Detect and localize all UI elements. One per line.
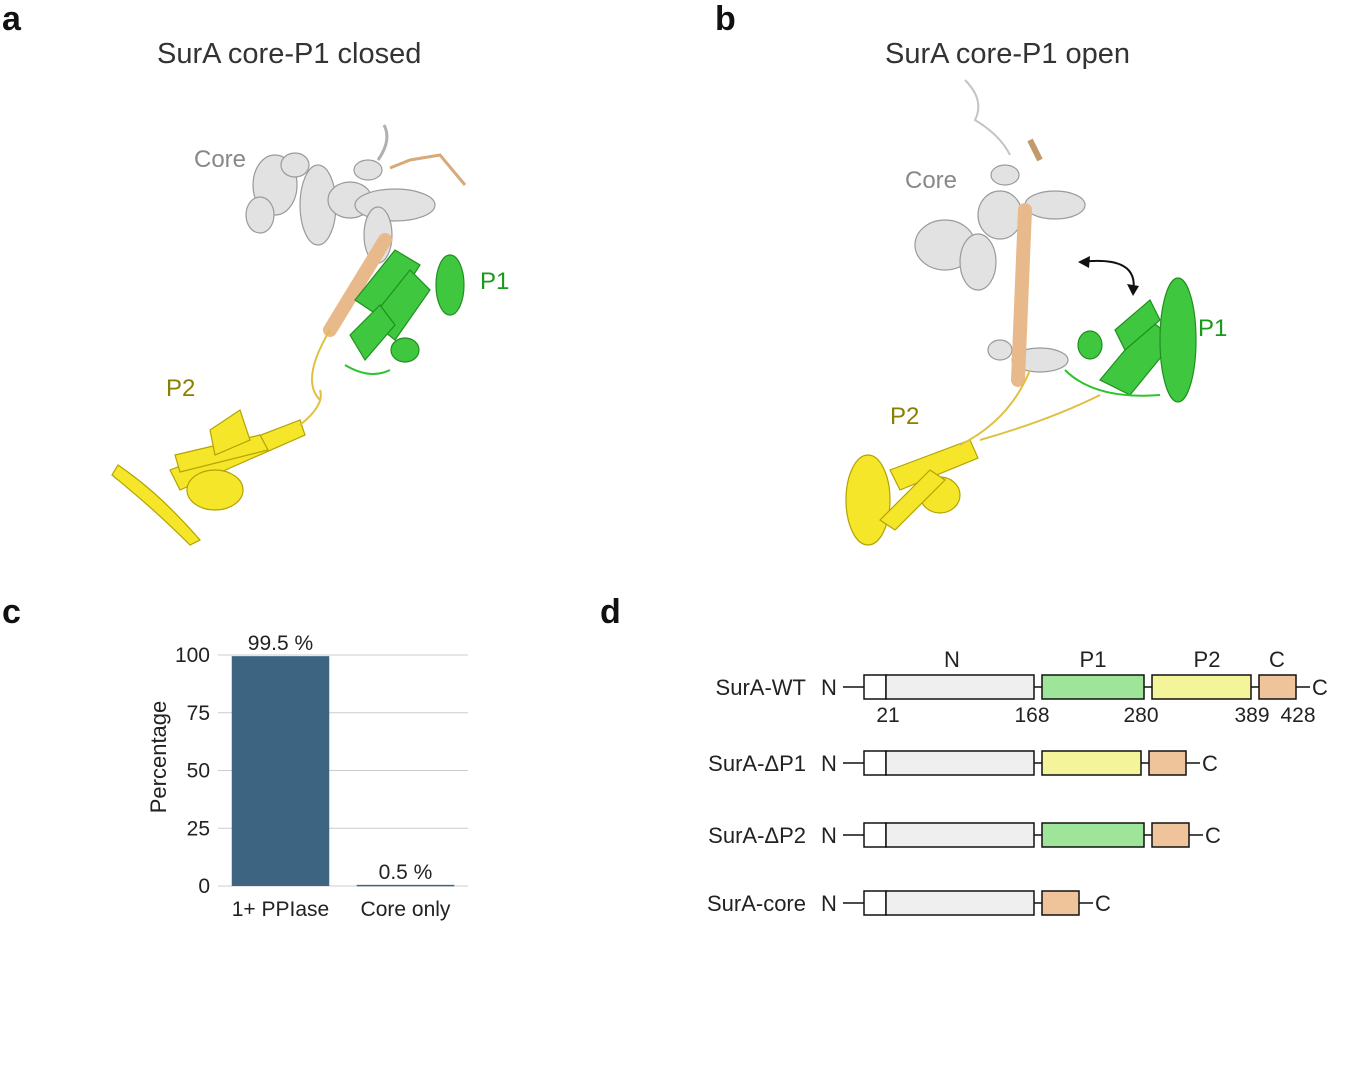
structure-closed-illustration	[111, 124, 467, 546]
c-terminus-label: C	[1205, 823, 1221, 848]
core-domain-open	[914, 164, 1086, 373]
domain-block-signal	[863, 750, 887, 776]
panel-letter-d: d	[600, 593, 621, 631]
p2-domain-closed	[111, 409, 306, 546]
panel-letter-b: b	[715, 0, 736, 38]
residue-21: 21	[876, 704, 899, 727]
domain-block-c	[1258, 674, 1297, 700]
construct-name: SurA-core	[707, 891, 806, 916]
c-terminus-label: C	[1202, 751, 1218, 776]
domain-header-c: C	[1269, 647, 1285, 672]
domain-block-p1	[1041, 822, 1145, 848]
residue-168: 168	[1014, 704, 1049, 727]
domain-block-p2	[1041, 750, 1142, 776]
y-tick-label: 75	[187, 702, 210, 725]
domain-block-signal	[863, 674, 887, 700]
residue-428: 428	[1280, 704, 1315, 727]
residue-389: 389	[1234, 704, 1269, 727]
percentage-bar-chart: 0 25 50 75 100 99.5 % 0.5 % 1+ PPIase Core onl…	[146, 632, 468, 921]
construct-name: SurA-ΔP2	[708, 823, 806, 848]
y-tick-label: 25	[187, 817, 210, 840]
x-tick-label: Core only	[361, 898, 451, 921]
domain-block-signal	[863, 822, 887, 848]
p1-domain-closed	[349, 249, 465, 363]
domain-block-p2	[1151, 674, 1252, 700]
domain-block-n	[885, 750, 1035, 776]
construct-row: SurA-ΔP1 N C	[708, 750, 1218, 776]
domain-header-n: N	[944, 647, 960, 672]
core-label-b: Core	[905, 167, 958, 194]
y-tick-label: 100	[175, 644, 210, 667]
y-tick-label: 50	[187, 760, 210, 783]
core-label-a: Core	[194, 146, 247, 173]
bar-value-label: 99.5 %	[248, 632, 313, 655]
panel-b-title: SurA core-P1 open	[885, 38, 1131, 70]
bar-0	[231, 656, 330, 886]
construct-row: SurA-core N C	[707, 890, 1111, 916]
p2-label-b: P2	[890, 403, 920, 430]
y-axis-label: Percentage	[146, 701, 171, 814]
panel-letter-c: c	[2, 593, 21, 631]
p2-domain-open	[845, 439, 979, 546]
p1-label-a: P1	[480, 268, 510, 295]
construct-row: SurA-ΔP2 N C	[708, 822, 1221, 848]
domain-header-p2: P2	[1194, 647, 1221, 672]
n-terminus-label: N	[821, 675, 837, 700]
residue-280: 280	[1123, 704, 1158, 727]
p2-label-a: P2	[166, 375, 196, 402]
domain-block-signal	[863, 890, 887, 916]
c-terminus-label: C	[1312, 675, 1328, 700]
n-terminus-label: N	[821, 891, 837, 916]
panel-letter-a: a	[2, 0, 21, 38]
bar-1	[356, 884, 455, 887]
core-domain-closed	[245, 152, 436, 264]
x-tick-labels: 1+ PPIase Core only	[232, 898, 451, 921]
bar-value-label: 0.5 %	[379, 861, 433, 884]
domain-motion-arrow	[1079, 259, 1135, 293]
p1-label-b: P1	[1198, 315, 1228, 342]
bar-value-labels: 99.5 % 0.5 %	[248, 632, 433, 884]
construct-name: SurA-ΔP1	[708, 751, 806, 776]
domain-header-p1: P1	[1080, 647, 1107, 672]
c-terminus-label: C	[1095, 891, 1111, 916]
residue-numbers: 21 168 280 389 428	[876, 704, 1315, 727]
domain-block-n	[885, 822, 1035, 848]
domain-block-n	[885, 674, 1035, 700]
y-tick-label: 0	[198, 875, 210, 898]
p1-domain-open	[1077, 277, 1197, 403]
n-terminus-label: N	[821, 751, 837, 776]
bars	[231, 656, 455, 887]
panel-a-title: SurA core-P1 closed	[157, 38, 422, 70]
domain-block-p1	[1041, 674, 1145, 700]
domain-headers: N P1 P2 C	[944, 647, 1285, 672]
y-ticks: 0 25 50 75 100	[175, 644, 210, 898]
domain-block-c	[1148, 750, 1187, 776]
structure-open-illustration	[845, 79, 1197, 546]
n-terminus-label: N	[821, 823, 837, 848]
domain-block-n	[885, 890, 1035, 916]
domain-block-c	[1151, 822, 1190, 848]
x-tick-label: 1+ PPIase	[232, 898, 329, 921]
construct-name: SurA-WT	[716, 675, 806, 700]
domain-block-c	[1041, 890, 1080, 916]
construct-row: SurA-WT N C	[716, 674, 1328, 700]
